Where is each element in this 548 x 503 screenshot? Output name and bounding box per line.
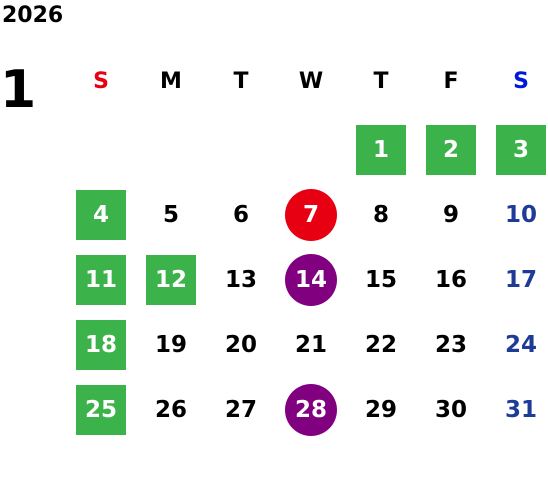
day-cell[interactable]: 20	[216, 320, 266, 370]
day-cell[interactable]: 19	[146, 320, 196, 370]
day-number: 15	[364, 267, 397, 293]
day-cell[interactable]: 13	[216, 255, 266, 305]
day-cell[interactable]: 28	[285, 384, 337, 436]
day-cell[interactable]: 21	[286, 320, 336, 370]
day-number: 23	[434, 332, 467, 358]
day-cell[interactable]: 6	[216, 190, 266, 240]
day-cell[interactable]: 16	[426, 255, 476, 305]
day-number: 10	[504, 202, 537, 228]
day-number: 20	[224, 332, 257, 358]
day-number: 13	[224, 267, 257, 293]
day-cell[interactable]: 25	[76, 385, 126, 435]
day-cell[interactable]: 17	[496, 255, 546, 305]
day-cell[interactable]: 23	[426, 320, 476, 370]
day-cell[interactable]: 18	[76, 320, 126, 370]
day-cell[interactable]: 8	[356, 190, 406, 240]
day-cell[interactable]: 1	[356, 125, 406, 175]
weekday-header: M	[160, 68, 182, 94]
day-cell[interactable]: 22	[356, 320, 406, 370]
day-marker-circle	[285, 384, 337, 436]
day-number: 5	[162, 202, 179, 228]
day-number: 9	[442, 202, 459, 228]
day-number: 25	[84, 397, 117, 423]
day-number: 12	[154, 267, 187, 293]
weekday-header: F	[443, 68, 459, 94]
day-number: 11	[84, 267, 117, 293]
day-number: 8	[372, 202, 389, 228]
day-number: 22	[364, 332, 397, 358]
day-cell[interactable]: 14	[285, 254, 337, 306]
day-number: 26	[154, 397, 187, 423]
day-cell[interactable]: 29	[356, 385, 406, 435]
day-number: 24	[504, 332, 537, 358]
day-number: 14	[294, 267, 327, 293]
day-cell[interactable]: 5	[146, 190, 196, 240]
day-cell[interactable]: 11	[76, 255, 126, 305]
day-cell[interactable]: 30	[426, 385, 476, 435]
day-cell[interactable]: 3	[496, 125, 546, 175]
day-number: 4	[92, 202, 109, 228]
day-number: 29	[364, 397, 397, 423]
weekday-header: W	[298, 68, 324, 94]
day-number: 7	[302, 202, 319, 228]
day-number: 19	[154, 332, 187, 358]
day-number: 17	[504, 267, 537, 293]
day-cell[interactable]: 10	[496, 190, 546, 240]
day-number: 21	[294, 332, 327, 358]
day-cell[interactable]: 12	[146, 255, 196, 305]
day-number: 6	[232, 202, 249, 228]
calendar-month: 1	[0, 60, 37, 120]
day-cell[interactable]: 15	[356, 255, 406, 305]
day-number: 16	[434, 267, 467, 293]
weekday-header: S	[513, 68, 529, 94]
day-cell[interactable]: 31	[496, 385, 546, 435]
day-cell[interactable]: 26	[146, 385, 196, 435]
day-marker-circle	[285, 189, 337, 241]
weekday-header: S	[93, 68, 109, 94]
day-number: 3	[512, 137, 529, 163]
day-number: 31	[504, 397, 537, 423]
day-number: 2	[442, 137, 459, 163]
day-cell[interactable]: 4	[76, 190, 126, 240]
weekday-header: T	[233, 68, 249, 94]
day-number: 30	[434, 397, 467, 423]
weekday-header: T	[373, 68, 389, 94]
day-cell[interactable]: 27	[216, 385, 266, 435]
day-number: 28	[294, 397, 327, 423]
day-cell[interactable]: 7	[285, 189, 337, 241]
day-number: 1	[372, 137, 389, 163]
day-cell[interactable]: 9	[426, 190, 476, 240]
calendar-year: 2026	[2, 3, 64, 28]
day-cell[interactable]: 2	[426, 125, 476, 175]
day-number: 27	[224, 397, 257, 423]
day-marker-circle	[285, 254, 337, 306]
day-cell[interactable]: 24	[496, 320, 546, 370]
day-number: 18	[84, 332, 117, 358]
